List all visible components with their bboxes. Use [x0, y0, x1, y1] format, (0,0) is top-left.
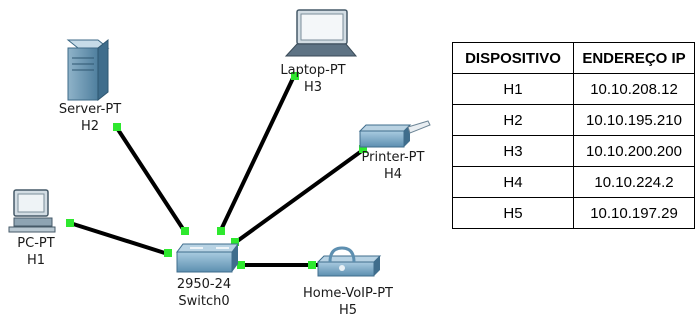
- switch-model-label: 2950-24: [177, 277, 231, 292]
- port-dot: [359, 145, 367, 153]
- printer-host-label: H4: [384, 167, 402, 182]
- printer-model-label: Printer-PT: [362, 150, 425, 165]
- port-dot: [231, 238, 239, 246]
- table-row: H3 10.10.200.200: [452, 135, 695, 167]
- printer-icon[interactable]: [358, 120, 431, 148]
- device-cell: H3: [452, 135, 574, 167]
- switch-name-label: Switch0: [178, 294, 229, 309]
- pc-icon[interactable]: [8, 189, 56, 233]
- ip-cell: 10.10.224.2: [573, 166, 695, 198]
- port-dot: [308, 261, 316, 269]
- pc-host-label: H1: [27, 253, 45, 268]
- links: [68, 74, 365, 267]
- header-device: DISPOSITIVO: [452, 42, 574, 74]
- server-host-label: H2: [81, 119, 99, 134]
- port-dot: [291, 72, 299, 80]
- port-dot: [66, 219, 74, 227]
- link-printer-switch: [234, 148, 365, 244]
- port-dot: [181, 227, 189, 235]
- device-cell: H2: [452, 104, 574, 136]
- laptop-model-label: Laptop-PT: [280, 63, 345, 78]
- laptop-host-label: H3: [304, 80, 322, 95]
- voip-host-label: H5: [339, 303, 357, 318]
- network-topology: Server-PT H2 Laptop-PT H3 Printer-PT H4 …: [8, 9, 431, 318]
- table-row: H2 10.10.195.210: [452, 104, 695, 136]
- table-row: H1 10.10.208.12: [452, 73, 695, 105]
- port-dot: [217, 227, 225, 235]
- port-dot: [164, 249, 172, 257]
- pc-model-label: PC-PT: [17, 236, 54, 251]
- device-cell: H4: [452, 166, 574, 198]
- laptop-icon[interactable]: [284, 9, 358, 57]
- port-indicators: [66, 72, 367, 269]
- link-laptop-switch: [218, 74, 296, 234]
- ip-cell: 10.10.197.29: [573, 197, 695, 229]
- voip-icon[interactable]: [316, 246, 382, 277]
- device-cell: H5: [452, 197, 574, 229]
- server-model-label: Server-PT: [59, 102, 121, 117]
- port-dot: [237, 261, 245, 269]
- ip-cell: 10.10.200.200: [573, 135, 695, 167]
- switch-icon[interactable]: [176, 243, 239, 273]
- table-row: H5 10.10.197.29: [452, 197, 695, 229]
- server-icon[interactable]: [66, 38, 110, 102]
- ip-cell: 10.10.208.12: [573, 73, 695, 105]
- ip-address-table: DISPOSITIVO ENDEREÇO IP H1 10.10.208.12 …: [452, 42, 695, 229]
- table-row: H4 10.10.224.2: [452, 166, 695, 198]
- header-ip-address: ENDEREÇO IP: [573, 42, 695, 74]
- port-dot: [113, 123, 121, 131]
- table-header-row: DISPOSITIVO ENDEREÇO IP: [452, 42, 695, 74]
- device-cell: H1: [452, 73, 574, 105]
- link-pc-switch: [68, 221, 170, 256]
- link-server-switch: [115, 126, 187, 234]
- voip-model-label: Home-VoIP-PT: [303, 286, 393, 301]
- ip-cell: 10.10.195.210: [573, 104, 695, 136]
